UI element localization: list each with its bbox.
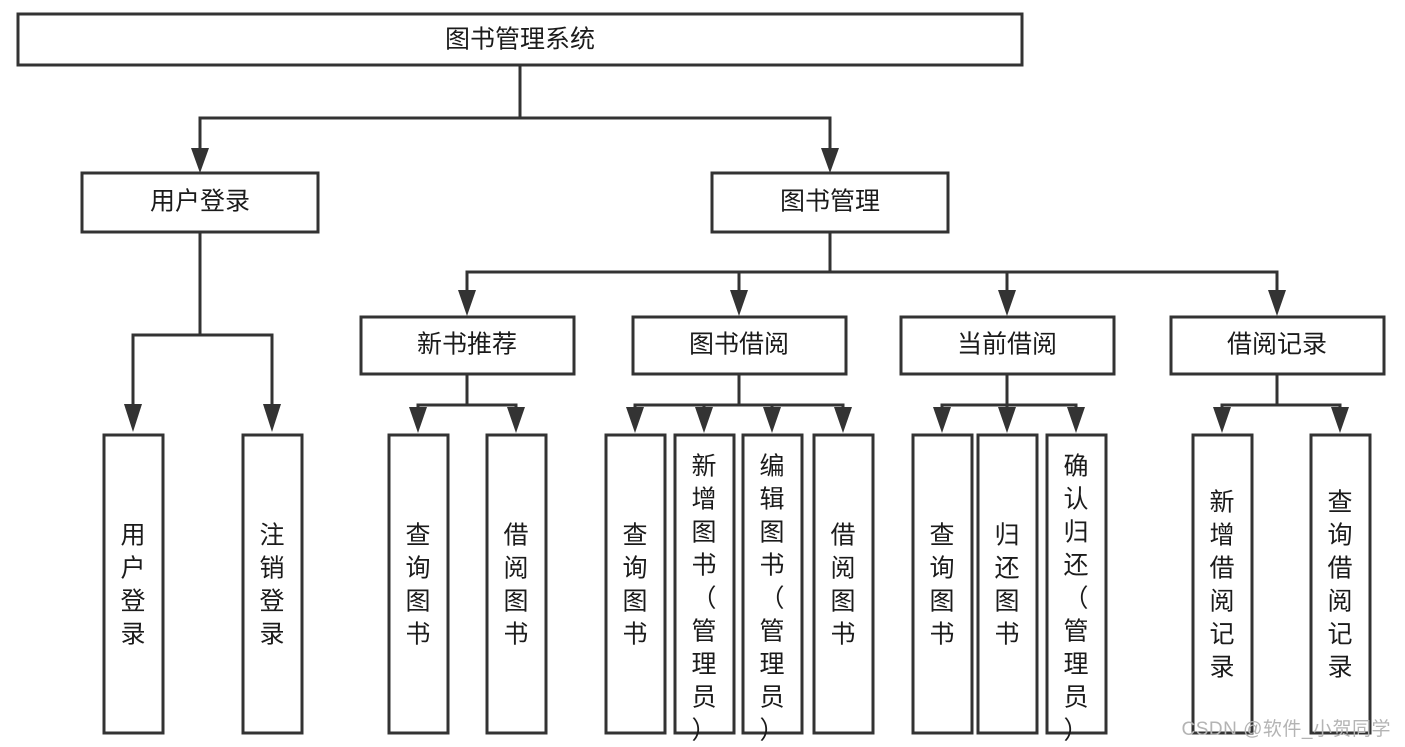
leaf-node-add-record[interactable]: 新增借阅记录 (1191, 433, 1254, 735)
leaf-node-borrow-book-2-label: 借阅图书 (830, 522, 855, 649)
node-book-borrow[interactable]: 图书借阅 (631, 315, 848, 376)
node-user-login-label: 用户登录 (150, 188, 250, 216)
arrow-head-icon (763, 407, 781, 433)
leaf-node-logout-login[interactable]: 注销登录 (241, 433, 304, 735)
leaf-node-query-book-3-label: 查询图书 (929, 522, 954, 649)
node-borrow-record[interactable]: 借阅记录 (1169, 315, 1386, 376)
node-new-book-recommend-box[interactable] (359, 315, 576, 376)
leaf-node-query-book-2-box[interactable] (604, 433, 667, 735)
node-root-box[interactable] (16, 12, 1024, 67)
arrow-head-icon (1067, 407, 1085, 433)
arrow-head-icon (191, 148, 209, 173)
arrow-head-icon (1331, 407, 1349, 433)
arrow-head-icon (409, 407, 427, 433)
connector-bookborrow-to-leaves (626, 372, 852, 433)
leaf-node-query-record-box[interactable] (1309, 433, 1372, 735)
leaf-node-return-book[interactable]: 归还图书 (976, 433, 1039, 735)
leaf-node-add-record-label: 新增借阅记录 (1209, 489, 1234, 682)
arrow-head-icon (998, 290, 1016, 316)
leaf-node-return-book-box[interactable] (976, 433, 1039, 735)
leaf-node-confirm-return-box[interactable] (1045, 433, 1108, 735)
leaf-node-user-login-box[interactable] (102, 433, 165, 735)
leaf-node-query-book-2-label: 查询图书 (622, 522, 647, 649)
arrow-head-icon (124, 404, 142, 432)
leaf-node-edit-book-box[interactable] (741, 433, 804, 735)
leaf-node-confirm-return[interactable]: 确认归还（管理员） (1045, 433, 1108, 745)
node-new-book-recommend[interactable]: 新书推荐 (359, 315, 576, 376)
leaf-node-borrow-book-1[interactable]: 借阅图书 (485, 433, 548, 735)
node-book-manage-label: 图书管理 (780, 188, 880, 216)
leaf-node-edit-book[interactable]: 编辑图书（管理员） (741, 433, 804, 745)
arrow-head-icon (1213, 407, 1231, 433)
connector-userlogin-to-leaves (124, 230, 281, 432)
connector-root-to-level2 (191, 63, 839, 173)
node-root-label: 图书管理系统 (445, 26, 595, 54)
leaf-node-add-book[interactable]: 新增图书（管理员） (673, 433, 736, 745)
leaf-node-logout-login-label: 注销登录 (259, 522, 284, 649)
leaf-node-query-book-1-box[interactable] (387, 433, 450, 735)
leaf-node-query-book-2[interactable]: 查询图书 (604, 433, 667, 735)
leaf-node-add-record-box[interactable] (1191, 433, 1254, 735)
arrow-head-icon (933, 407, 951, 433)
node-book-manage-box[interactable] (710, 171, 950, 234)
leaf-node-logout-login-box[interactable] (241, 433, 304, 735)
leaf-node-borrow-book-1-box[interactable] (485, 433, 548, 735)
node-borrow-record-box[interactable] (1169, 315, 1386, 376)
node-current-borrow[interactable]: 当前借阅 (899, 315, 1116, 376)
node-new-book-recommend-label: 新书推荐 (417, 331, 517, 359)
arrow-head-icon (730, 290, 748, 316)
node-borrow-record-label: 借阅记录 (1227, 331, 1327, 359)
node-user-login-box[interactable] (80, 171, 320, 234)
arrow-head-icon (695, 407, 713, 433)
leaf-node-query-record-label: 查询借阅记录 (1327, 489, 1352, 682)
arrow-head-icon (998, 407, 1016, 433)
leaf-node-edit-book-label: 编辑图书（管理员） (759, 453, 784, 745)
arrow-head-icon (821, 148, 839, 173)
node-user-login[interactable]: 用户登录 (80, 171, 320, 234)
leaf-node-confirm-return-label: 确认归还（管理员） (1063, 453, 1088, 745)
arrow-head-icon (263, 404, 281, 432)
node-book-borrow-box[interactable] (631, 315, 848, 376)
arrow-head-icon (1268, 290, 1286, 316)
leaf-node-add-book-label: 新增图书（管理员） (691, 453, 716, 745)
leaf-node-query-book-1-label: 查询图书 (405, 522, 430, 649)
leaf-node-user-login[interactable]: 用户登录 (102, 433, 165, 735)
leaf-node-add-book-box[interactable] (673, 433, 736, 735)
connector-borrowrecord-to-leaves (1213, 372, 1349, 433)
arrow-head-icon (626, 407, 644, 433)
csdn-watermark: CSDN @软件_小贺同学 (1181, 719, 1391, 740)
arrow-head-icon (458, 290, 476, 316)
leaf-node-query-book-3-box[interactable] (911, 433, 974, 735)
leaf-node-borrow-book-2[interactable]: 借阅图书 (812, 433, 875, 735)
node-book-manage[interactable]: 图书管理 (710, 171, 950, 234)
node-current-borrow-box[interactable] (899, 315, 1116, 376)
arrow-head-icon (507, 407, 525, 433)
arrow-head-icon (834, 407, 852, 433)
leaf-node-borrow-book-2-box[interactable] (812, 433, 875, 735)
connector-currentborrow-to-leaves (933, 372, 1085, 433)
node-root[interactable]: 图书管理系统 (16, 12, 1024, 67)
leaf-node-query-record[interactable]: 查询借阅记录 (1309, 433, 1372, 735)
leaf-node-return-book-label: 归还图书 (994, 522, 1019, 649)
connector-newbook-to-leaves (409, 372, 525, 433)
node-book-borrow-label: 图书借阅 (689, 331, 789, 359)
leaf-node-query-book-3[interactable]: 查询图书 (911, 433, 974, 735)
leaf-node-borrow-book-1-label: 借阅图书 (503, 522, 528, 649)
connector-bookmanage-to-level3 (458, 230, 1286, 316)
leaf-node-query-book-1[interactable]: 查询图书 (387, 433, 450, 735)
leaf-node-user-login-label: 用户登录 (120, 522, 145, 649)
node-current-borrow-label: 当前借阅 (957, 331, 1057, 359)
